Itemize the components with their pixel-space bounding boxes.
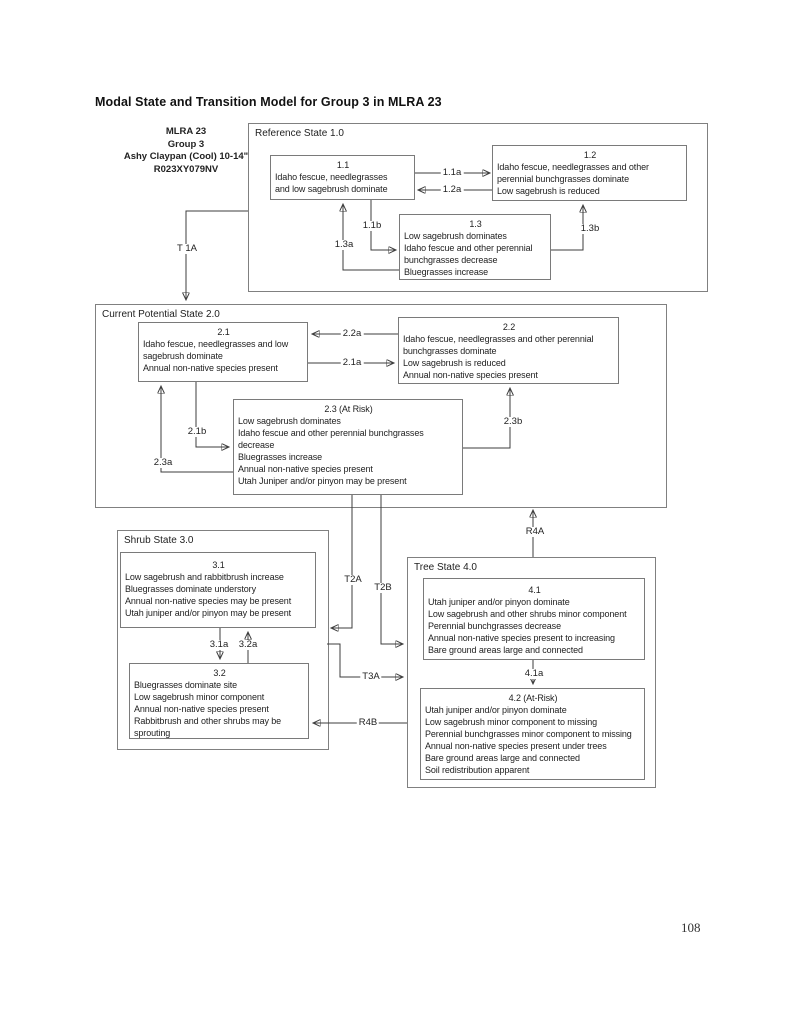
state-box-4-1-body: Utah juniper and/or pinyon dominate Low … [428, 597, 627, 655]
transition-label-t1a: T 1A [175, 243, 199, 254]
state-box-2-3: 2.3 (At Risk) Low sagebrush dominates Id… [233, 399, 463, 495]
state-box-1-1-title: 1.1 [336, 160, 350, 170]
transition-label-r4a: R4A [523, 526, 547, 537]
reference-state-label: Reference State 1.0 [255, 128, 344, 139]
state-box-1-2-title: 1.2 [583, 150, 597, 160]
state-box-2-2: 2.2 Idaho fescue, needlegrasses and othe… [398, 317, 619, 384]
transition-label-2-3b: 2.3b [501, 416, 525, 427]
transition-label-1-3b: 1.3b [578, 223, 602, 234]
transition-label-2-1b: 2.1b [185, 426, 209, 437]
transition-label-1-1a: 1.1a [440, 167, 464, 178]
state-box-2-1: 2.1 Idaho fescue, needlegrasses and low … [138, 322, 308, 382]
state-box-3-1-body: Low sagebrush and rabbitbrush increase B… [125, 572, 292, 618]
transition-label-t2b: T2B [372, 582, 394, 593]
transition-label-3-2a: 3.2a [236, 639, 260, 650]
state-box-1-2: 1.2 Idaho fescue, needlegrasses and othe… [492, 145, 687, 201]
tree-state-container: Tree State 4.0 [407, 557, 656, 788]
state-box-1-3: 1.3 Low sagebrush dominates Idaho fescue… [399, 214, 551, 280]
state-box-3-1-title: 3.1 [212, 560, 225, 570]
site-info-header: MLRA 23 Group 3 Ashy Claypan (Cool) 10-1… [123, 126, 249, 175]
page-title: Modal State and Transition Model for Gro… [95, 95, 442, 109]
state-box-1-1-body: Idaho fescue, needlegrasses and low sage… [275, 172, 388, 194]
reference-state-container: Reference State 1.0 [248, 123, 708, 292]
state-box-4-2-body: Utah juniper and/or pinyon dominate Low … [425, 705, 632, 775]
state-box-1-1: 1.1 Idaho fescue, needlegrasses and low … [270, 155, 415, 200]
tree-state-label: Tree State 4.0 [414, 562, 477, 573]
state-box-3-2-title: 3.2 [213, 668, 226, 678]
transition-label-r4b: R4B [356, 717, 380, 728]
current-potential-state-label: Current Potential State 2.0 [102, 309, 220, 320]
state-box-2-1-title: 2.1 [217, 327, 230, 337]
state-box-1-3-title: 1.3 [469, 219, 482, 229]
state-box-3-2-body: Bluegrasses dominate site Low sagebrush … [134, 680, 282, 738]
shrub-state-label: Shrub State 3.0 [124, 535, 194, 546]
state-box-4-1: 4.1 Utah juniper and/or pinyon dominate … [423, 578, 645, 660]
shrub-state-container: Shrub State 3.0 [117, 530, 329, 750]
state-box-2-3-title: 2.3 (At Risk) [324, 404, 373, 414]
arrow-t2a [332, 495, 353, 628]
transition-label-t3a: T3A [360, 671, 382, 682]
arrow-t1a [186, 210, 248, 299]
state-box-2-2-title: 2.2 [502, 322, 516, 332]
transition-label-2-2a: 2.2a [340, 328, 364, 339]
state-box-2-3-body: Low sagebrush dominates Idaho fescue and… [238, 416, 424, 486]
state-box-1-2-body: Idaho fescue, needlegrasses and other pe… [497, 162, 649, 196]
transition-label-1-2a: 1.2a [440, 184, 464, 195]
state-box-4-2-title: 4.2 (At-Risk) [508, 693, 558, 703]
arrow-t2b [380, 495, 402, 644]
state-box-2-2-body: Idaho fescue, needlegrasses and other pe… [403, 334, 594, 380]
state-box-4-1-title: 4.1 [528, 585, 541, 595]
state-box-1-3-body: Low sagebrush dominates Idaho fescue and… [404, 231, 533, 277]
transition-label-4-1a: 4.1a [522, 668, 546, 679]
state-box-4-2: 4.2 (At-Risk) Utah juniper and/or pinyon… [420, 688, 645, 780]
transition-label-t2a: T2A [342, 574, 364, 585]
state-box-3-1: 3.1 Low sagebrush and rabbitbrush increa… [120, 552, 316, 628]
transition-label-3-1a: 3.1a [207, 639, 231, 650]
transition-label-1-3a: 1.3a [332, 239, 356, 250]
state-box-3-2: 3.2 Bluegrasses dominate site Low sagebr… [129, 663, 309, 739]
transition-label-2-1a: 2.1a [340, 357, 364, 368]
transition-label-1-1b: 1.1b [360, 220, 384, 231]
page-number: 108 [681, 920, 701, 935]
transition-label-2-3a: 2.3a [151, 457, 175, 468]
state-box-2-1-body: Idaho fescue, needlegrasses and low sage… [143, 339, 289, 373]
